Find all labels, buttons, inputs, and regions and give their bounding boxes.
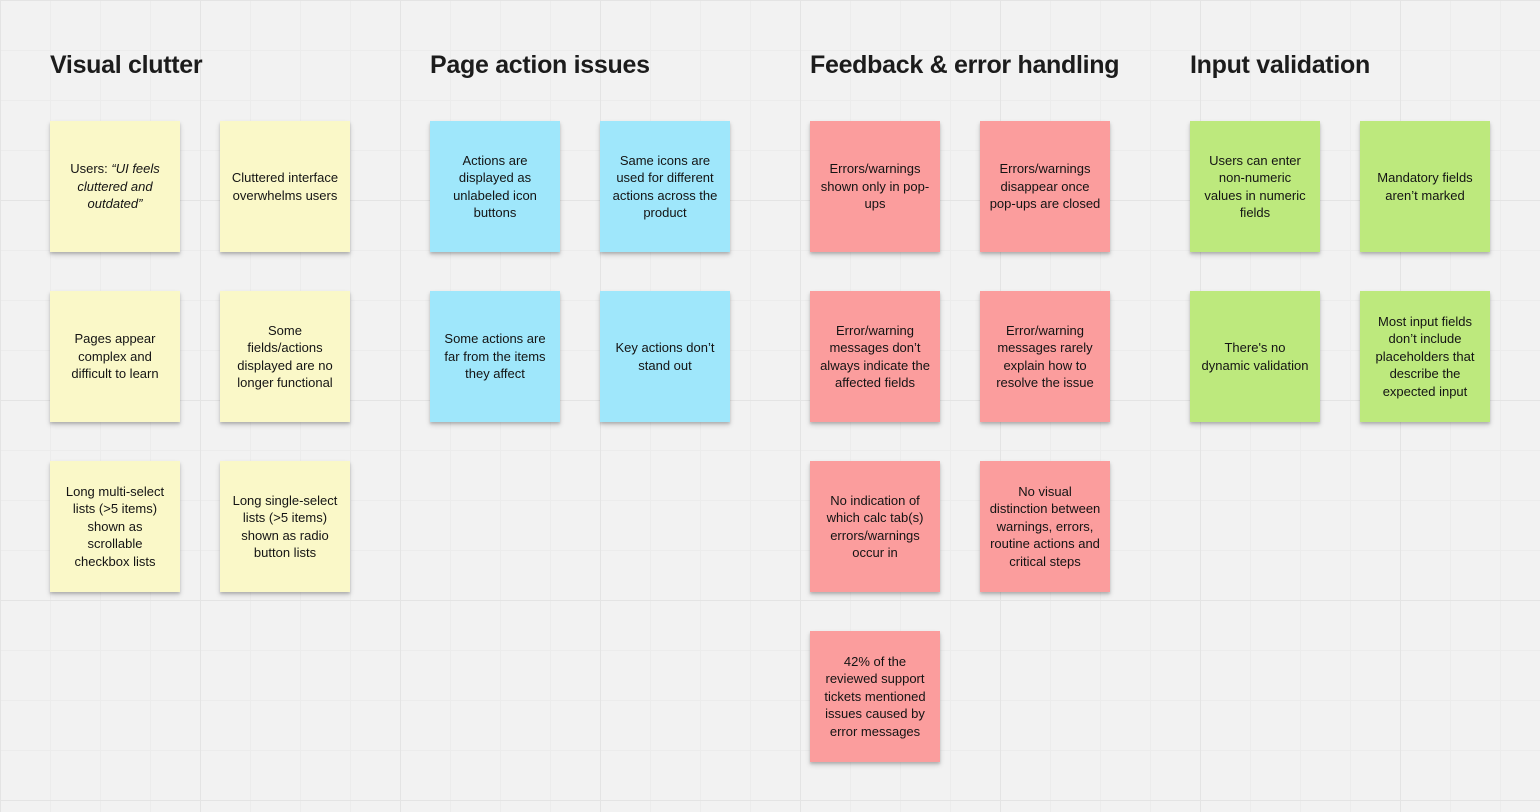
sticky-note-text: Actions are displayed as unlabeled icon … [453, 152, 537, 221]
sticky-note[interactable]: Errors/warnings disappear once pop-ups a… [980, 121, 1110, 252]
notes-grid: Users: “UI feels cluttered and outdated”… [50, 121, 350, 592]
sticky-note[interactable]: There's no dynamic validation [1190, 291, 1320, 422]
sticky-note-text: Users can enter non-numeric values in nu… [1204, 152, 1306, 221]
category-feedback-error-handling: Feedback & error handling Errors/warning… [810, 0, 1120, 812]
sticky-note[interactable]: Most input fields don’t include placehol… [1360, 291, 1490, 422]
sticky-note-text: Some fields/actions displayed are no lon… [237, 322, 333, 391]
sticky-note-text: No indication of which calc tab(s) error… [826, 492, 924, 561]
category-title[interactable]: Feedback & error handling [810, 51, 1120, 79]
sticky-note[interactable]: No indication of which calc tab(s) error… [810, 461, 940, 592]
sticky-note[interactable]: Errors/warnings shown only in pop-ups [810, 121, 940, 252]
sticky-note[interactable]: Some fields/actions displayed are no lon… [220, 291, 350, 422]
sticky-note[interactable]: Key actions don’t stand out [600, 291, 730, 422]
sticky-note-text: Key actions don’t stand out [615, 340, 715, 373]
sticky-note-text: Cluttered interface overwhelms users [231, 170, 339, 203]
sticky-note[interactable]: Long single-select lists (>5 items) show… [220, 461, 350, 592]
sticky-note-text: Same icons are used for different action… [612, 152, 718, 221]
sticky-note[interactable]: Users can enter non-numeric values in nu… [1190, 121, 1320, 252]
category-title[interactable]: Input validation [1190, 51, 1370, 79]
sticky-note[interactable]: Error/warning messages don’t always indi… [810, 291, 940, 422]
sticky-note-text: There's no dynamic validation [1201, 340, 1309, 373]
sticky-note-text: Pages appear complex and difficult to le… [71, 331, 159, 382]
sticky-note[interactable]: Actions are displayed as unlabeled icon … [430, 121, 560, 252]
notes-grid: Actions are displayed as unlabeled icon … [430, 121, 730, 422]
sticky-note[interactable]: Cluttered interface overwhelms users [220, 121, 350, 252]
category-input-validation: Input validation Users can enter non-num… [1190, 0, 1490, 812]
sticky-note-text: Long single-select lists (>5 items) show… [232, 492, 338, 561]
category-page-action-issues: Page action issues Actions are displayed… [430, 0, 730, 812]
sticky-note[interactable]: No visual distinction between warnings, … [980, 461, 1110, 592]
sticky-note-text: Some actions are far from the items they… [444, 331, 546, 382]
sticky-note[interactable]: Users: “UI feels cluttered and outdated” [50, 121, 180, 252]
sticky-note[interactable]: Some actions are far from the items they… [430, 291, 560, 422]
sticky-note-text: Error/warning messages rarely explain ho… [996, 322, 1094, 391]
sticky-note-text: Most input fields don’t include placehol… [1375, 313, 1475, 399]
sticky-note-text: Users: “UI feels cluttered and outdated” [70, 161, 160, 212]
sticky-note[interactable]: Error/warning messages rarely explain ho… [980, 291, 1110, 422]
sticky-note-text: Errors/warnings shown only in pop-ups [820, 161, 930, 212]
category-title[interactable]: Page action issues [430, 51, 650, 79]
notes-grid: Users can enter non-numeric values in nu… [1190, 121, 1490, 422]
sticky-note[interactable]: Long multi-select lists (>5 items) shown… [50, 461, 180, 592]
sticky-note[interactable]: Mandatory fields aren’t marked [1360, 121, 1490, 252]
sticky-note-text: 42% of the reviewed support tickets ment… [824, 653, 926, 739]
sticky-note-text: Error/warning messages don’t always indi… [820, 322, 930, 391]
sticky-note-text: Errors/warnings disappear once pop-ups a… [989, 161, 1101, 212]
sticky-note[interactable]: Same icons are used for different action… [600, 121, 730, 252]
category-title[interactable]: Visual clutter [50, 51, 203, 79]
category-visual-clutter: Visual clutter Users: “UI feels cluttere… [50, 0, 350, 812]
sticky-note[interactable]: 42% of the reviewed support tickets ment… [810, 631, 940, 762]
sticky-note-text: No visual distinction between warnings, … [989, 483, 1101, 569]
sticky-note-text: Long multi-select lists (>5 items) shown… [65, 483, 165, 569]
sticky-note-text: Mandatory fields aren’t marked [1377, 170, 1473, 203]
sticky-note[interactable]: Pages appear complex and difficult to le… [50, 291, 180, 422]
